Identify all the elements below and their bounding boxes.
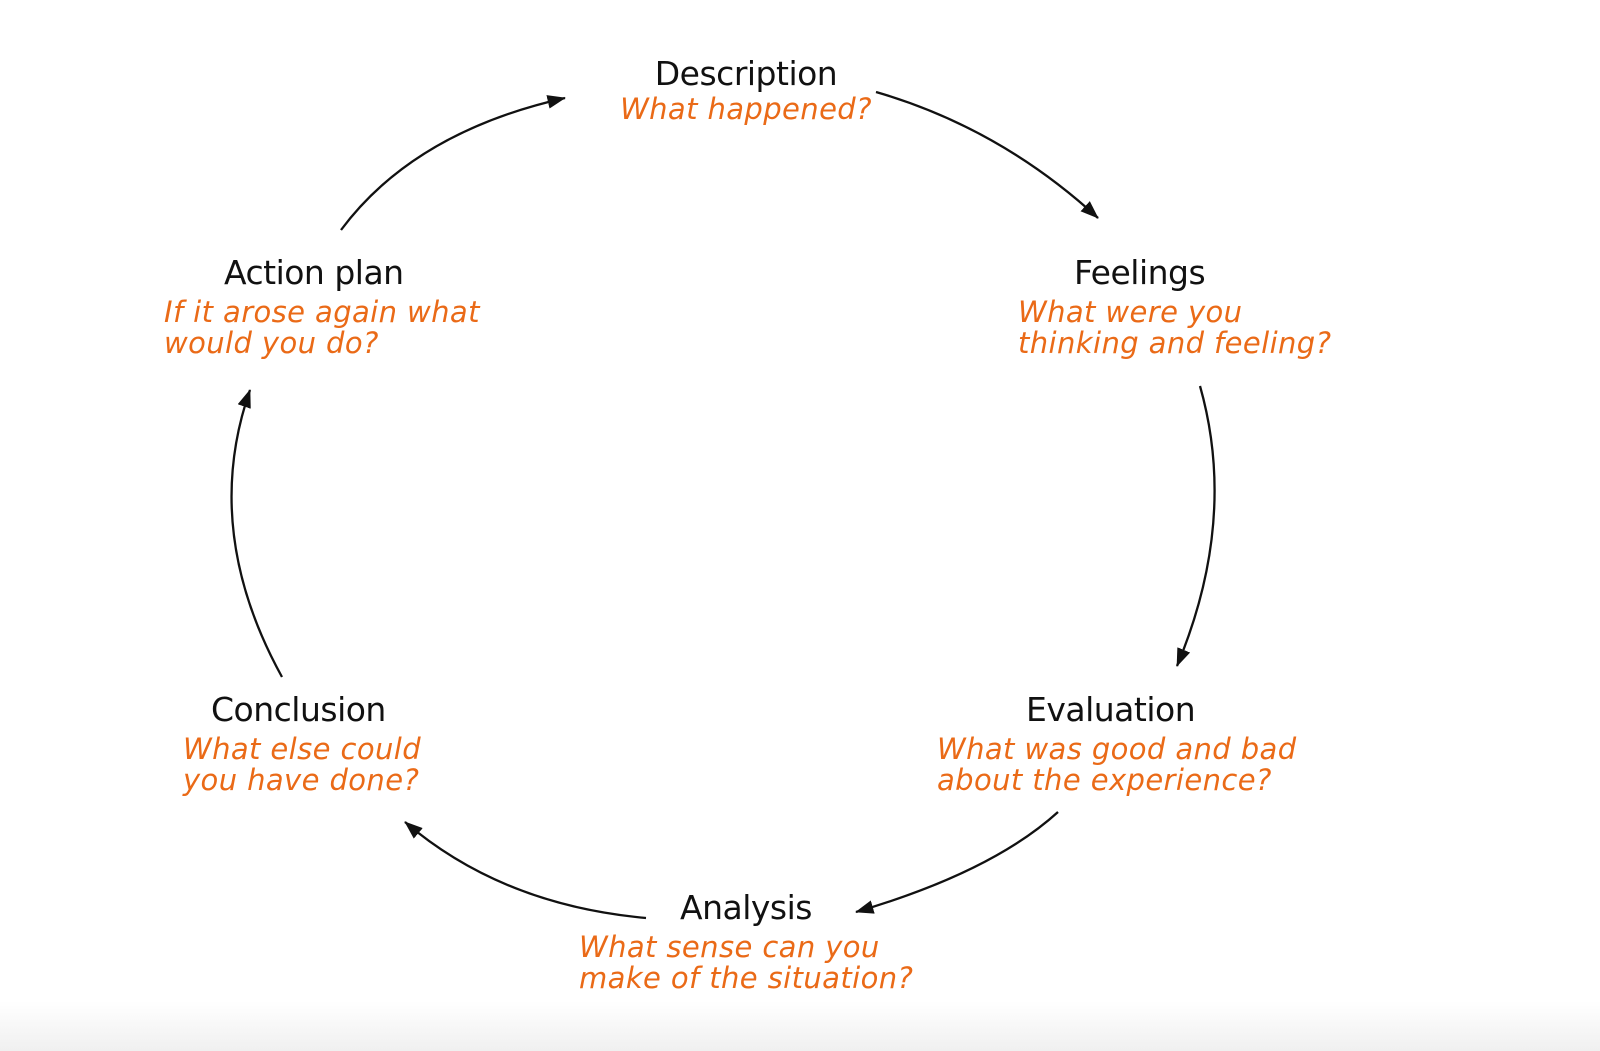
stage-prompt: If it arose again what would you do? (164, 295, 480, 360)
arrow-description-to-feelings (875, 90, 1099, 219)
stage-title: Description (654, 54, 838, 93)
bottom-fade (0, 1001, 1600, 1051)
stage-title: Feelings (1074, 253, 1206, 292)
stage-title: Conclusion (211, 690, 386, 729)
arrow-conclusion-to-action-plan (230, 389, 284, 678)
arrow-action-plan-to-description (340, 95, 566, 231)
stage-action-plan: Action plan If it arose again what would… (164, 253, 480, 359)
stage-feelings: Feelings What were you thinking and feel… (1018, 253, 1331, 359)
stage-title: Action plan (224, 253, 404, 292)
stage-prompt: What sense can you make of the situation… (579, 930, 914, 995)
arrow-analysis-to-conclusion (404, 821, 647, 920)
stage-description: Description What happened? (596, 54, 896, 125)
stage-prompt: What happened? (620, 92, 872, 126)
stage-title: Evaluation (1026, 690, 1196, 729)
stage-analysis: Analysis What sense can you make of the … (579, 888, 913, 994)
arrow-evaluation-to-analysis (855, 811, 1059, 914)
stage-evaluation: Evaluation What was good and bad about t… (937, 690, 1297, 796)
stage-prompt: What else could you have done? (183, 732, 422, 797)
arrow-feelings-to-evaluation (1175, 385, 1216, 667)
stage-title: Analysis (680, 888, 812, 927)
stage-conclusion: Conclusion What else could you have done… (183, 690, 421, 796)
stage-prompt: What was good and bad about the experien… (937, 732, 1297, 797)
stage-prompt: What were you thinking and feeling? (1018, 295, 1332, 360)
